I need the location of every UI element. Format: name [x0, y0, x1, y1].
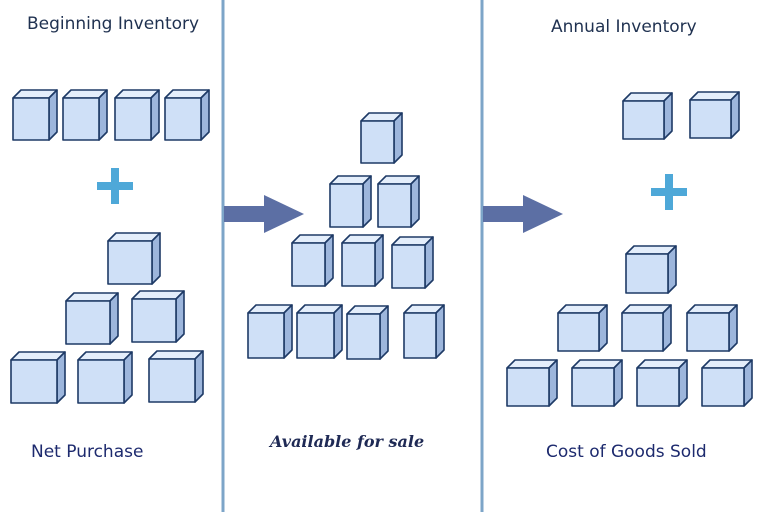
net-purchase-label: Net Purchase	[31, 442, 144, 462]
inventory-box	[107, 232, 161, 285]
inventory-box	[686, 304, 738, 352]
inventory-box	[329, 175, 372, 228]
inventory-box	[571, 359, 623, 407]
inventory-box	[62, 89, 108, 141]
available-for-sale-label: Available for sale	[270, 432, 425, 451]
inventory-box	[701, 359, 753, 407]
inventory-box	[296, 304, 343, 359]
inventory-box	[291, 234, 334, 287]
plus-icon	[651, 174, 687, 210]
inventory-box	[65, 292, 119, 345]
inventory-box	[148, 350, 204, 403]
inventory-box	[636, 359, 688, 407]
inventory-box	[247, 304, 293, 359]
inventory-box	[131, 290, 185, 343]
inventory-box	[557, 304, 608, 352]
arrow-right-icon	[483, 195, 563, 233]
inventory-box	[164, 89, 210, 141]
inventory-box	[377, 175, 420, 228]
inventory-box	[625, 245, 677, 294]
inventory-box	[10, 351, 66, 404]
inventory-box	[506, 359, 558, 407]
beginning-inventory-label: Beginning Inventory	[27, 14, 200, 34]
inventory-box	[621, 304, 672, 352]
cost-of-goods-sold-label: Cost of Goods Sold	[546, 442, 707, 462]
inventory-box	[12, 89, 58, 141]
inventory-box	[114, 89, 160, 141]
arrow-right-icon	[224, 195, 304, 233]
annual-inventory-label: Annual Inventory	[551, 17, 697, 37]
inventory-box	[689, 91, 740, 139]
inventory-box	[403, 304, 445, 359]
inventory-box	[622, 92, 673, 140]
inventory-box	[391, 236, 434, 289]
plus-icon	[97, 168, 133, 204]
inventory-box	[360, 112, 403, 164]
inventory-box	[346, 305, 389, 360]
inventory-box	[341, 234, 384, 287]
inventory-box	[77, 351, 133, 404]
